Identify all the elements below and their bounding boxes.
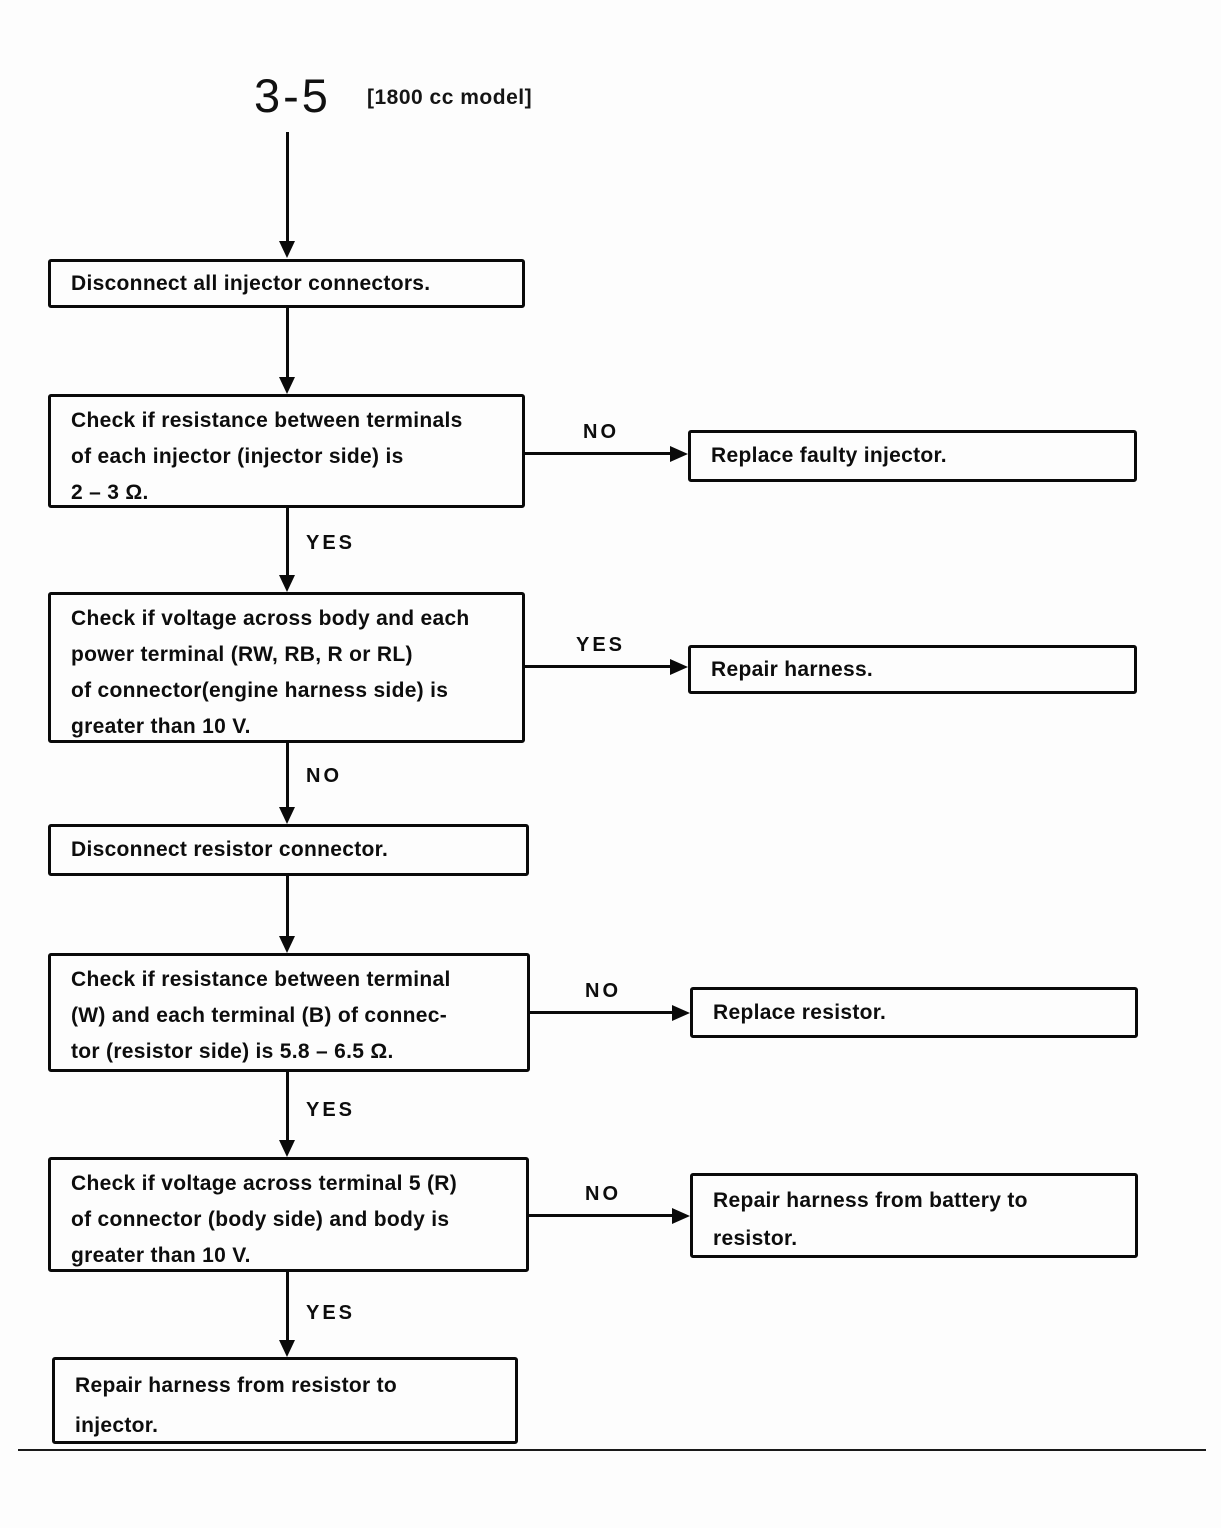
connector-line [286, 508, 289, 578]
arrow-down-icon [279, 377, 295, 394]
step-text: Disconnect all injector connectors. [71, 271, 431, 295]
step-text-line: Repair harness from resistor to [75, 1374, 398, 1397]
connector-line [286, 308, 289, 380]
step-text-line: 2 – 3 Ω. [71, 481, 149, 504]
arrow-down-icon [279, 936, 295, 953]
step-text-line: greater than 10 V. [71, 1244, 251, 1267]
step-text-line: greater than 10 V. [71, 715, 251, 738]
step-text-line: (W) and each terminal (B) of connec- [71, 1004, 447, 1027]
edge-label-yes: YES [576, 634, 626, 656]
action-repair-harness-resistor-to-injector: Repair harness from resistor to injector… [52, 1357, 518, 1444]
edge-label-no: NO [306, 765, 342, 787]
connector-line [286, 1272, 289, 1341]
arrow-down-icon [279, 241, 295, 258]
page-number: 3-5 [254, 69, 331, 122]
step-text-line: tor (resistor side) is 5.8 – 6.5 Ω. [71, 1040, 394, 1063]
edge-label-no: NO [583, 421, 619, 443]
arrow-down-icon [279, 807, 295, 824]
action-repair-harness: Repair harness. [688, 645, 1137, 694]
connector-line [286, 1072, 289, 1142]
connector-line [286, 876, 289, 938]
connector-line [286, 743, 289, 809]
edge-label-no: NO [585, 1183, 621, 1205]
connector-line [523, 452, 671, 455]
step-disconnect-injectors: Disconnect all injector connectors. [48, 259, 525, 308]
action-repair-harness-battery-to-resistor: Repair harness from battery to resistor. [690, 1173, 1138, 1258]
arrow-down-icon [279, 575, 295, 592]
step-text: Disconnect resistor connector. [71, 838, 389, 861]
step-check-terminal5-voltage: Check if voltage across terminal 5 (R) o… [48, 1157, 529, 1272]
step-check-resistor-resistance: Check if resistance between terminal (W)… [48, 953, 530, 1072]
edge-label-yes: YES [306, 1099, 356, 1121]
step-text: Repair harness. [711, 657, 874, 681]
arrow-right-icon [670, 446, 688, 462]
step-text: Replace faulty injector. [711, 444, 947, 467]
step-text-line: Check if voltage across body and each [71, 607, 470, 630]
step-text-line: of connector(engine harness side) is [71, 679, 449, 702]
model-label: [1800 cc model] [367, 86, 533, 109]
step-check-injector-resistance: Check if resistance between terminals of… [48, 394, 525, 508]
step-disconnect-resistor: Disconnect resistor connector. [48, 824, 529, 876]
arrow-right-icon [672, 1208, 690, 1224]
step-text-line: Check if resistance between terminals [71, 409, 463, 432]
edge-label-yes: YES [306, 532, 356, 554]
page-footer-rule [18, 1449, 1206, 1451]
arrow-down-icon [279, 1140, 295, 1157]
step-text-line: power terminal (RW, RB, R or RL) [71, 643, 413, 666]
step-text-line: Check if voltage across terminal 5 (R) [71, 1172, 458, 1195]
step-text-line: Check if resistance between terminal [71, 968, 451, 991]
action-replace-faulty-injector: Replace faulty injector. [688, 430, 1137, 482]
step-check-power-terminal-voltage: Check if voltage across body and each po… [48, 592, 525, 743]
connector-line [523, 665, 671, 668]
step-text-line: of each injector (injector side) is [71, 445, 404, 468]
step-text-line: injector. [75, 1414, 159, 1437]
step-text-line: resistor. [713, 1227, 798, 1250]
action-replace-resistor: Replace resistor. [690, 987, 1138, 1038]
arrow-down-icon [279, 1340, 295, 1357]
edge-label-yes: YES [306, 1302, 356, 1324]
connector-line [530, 1011, 673, 1014]
connector-line [286, 132, 289, 244]
edge-label-no: NO [585, 980, 621, 1002]
arrow-right-icon [672, 1005, 690, 1021]
arrow-right-icon [670, 659, 688, 675]
step-text-line: Repair harness from battery to [713, 1189, 1028, 1212]
connector-line [529, 1214, 673, 1217]
step-text: Replace resistor. [713, 1000, 887, 1024]
step-text-line: of connector (body side) and body is [71, 1208, 450, 1231]
